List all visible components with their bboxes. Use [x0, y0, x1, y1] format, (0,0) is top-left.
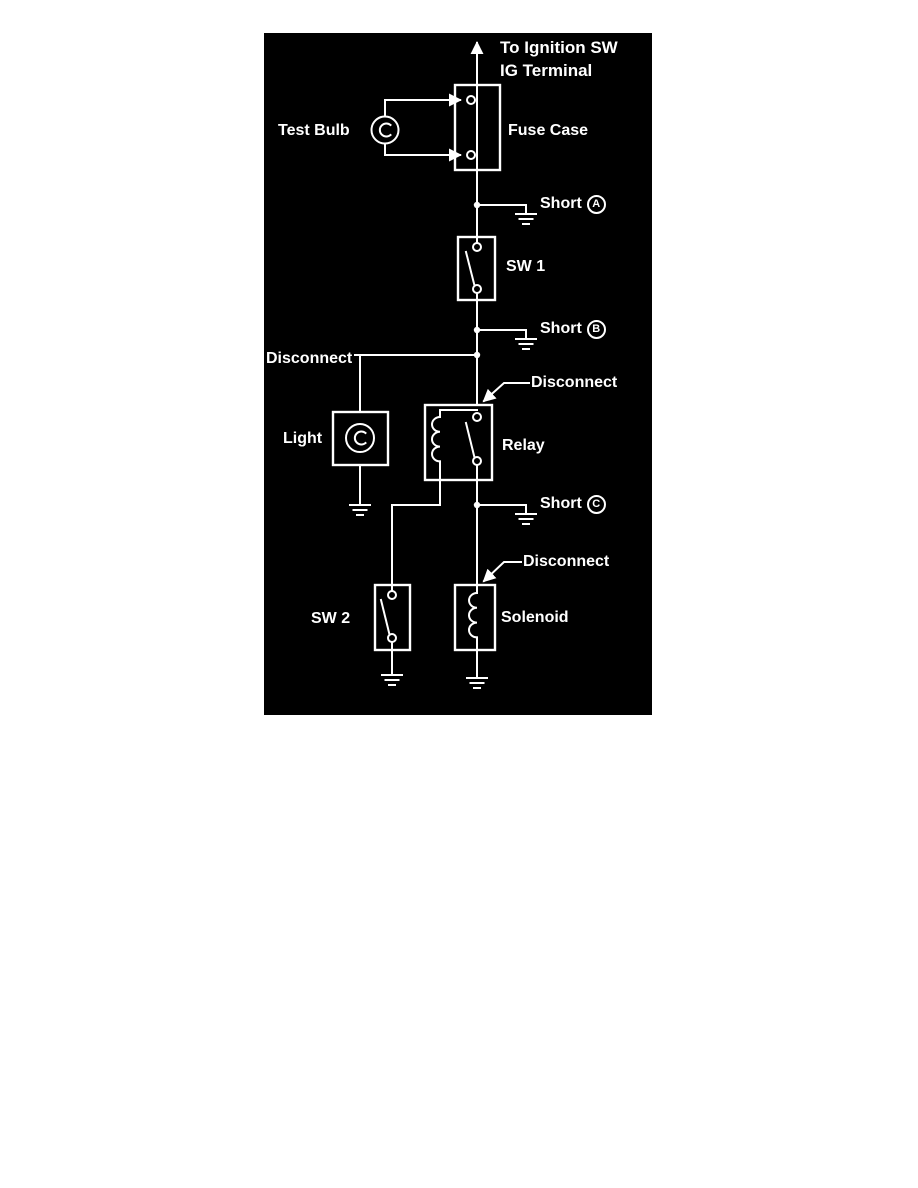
test-bulb-label: Test Bulb	[278, 122, 350, 139]
light-bulb-filament-icon	[353, 430, 367, 446]
sw1-switch-symbol	[464, 236, 482, 301]
short-a-word: Short	[540, 195, 582, 212]
relay-switch-symbol	[464, 412, 482, 481]
relay-coil-symbol	[431, 409, 478, 463]
fuse-terminal-top	[466, 95, 476, 105]
ground-symbol-short-a	[515, 213, 537, 225]
fuse-terminal-bottom	[466, 150, 476, 160]
relay-coil-to-sw2-wire	[391, 460, 441, 586]
ignition-feed-label-line2: IG Terminal	[500, 61, 593, 80]
sw2-box	[373, 583, 412, 652]
ignition-feed-label: To Ignition SW IG Terminal	[500, 36, 618, 82]
wiring-diagram-panel: To Ignition SW IG Terminal Test Bulb Fus…	[264, 33, 652, 715]
light-bulb-symbol	[345, 423, 375, 453]
short-b-label: Short B	[540, 319, 606, 339]
fuse-case-label: Fuse Case	[508, 122, 589, 139]
short-c-tap-wire	[476, 504, 527, 515]
short-b-tap-wire	[476, 329, 527, 340]
test-bulb-filament-icon	[378, 122, 392, 138]
disconnect-relay-label: Disconnect	[531, 374, 618, 391]
disconnect-solenoid-pointer-arrow	[482, 561, 522, 583]
ignition-feed-label-line1: To Ignition SW	[500, 38, 618, 57]
fuse-case-box	[453, 83, 502, 172]
light-box	[331, 410, 390, 467]
test-probe-wire-top	[384, 93, 462, 118]
short-c-word: Short	[540, 495, 582, 512]
ground-symbol-solenoid	[466, 677, 488, 689]
sw2-switch-symbol	[379, 584, 397, 651]
solenoid-coil-symbol	[468, 584, 479, 651]
disconnect-light-label: Disconnect	[266, 350, 353, 367]
solenoid-label: Solenoid	[501, 609, 569, 626]
disconnect-solenoid-label: Disconnect	[523, 553, 610, 570]
junction-dots	[473, 201, 481, 509]
short-a-tap-wire	[476, 204, 527, 215]
ground-symbol-short-b	[515, 338, 537, 350]
relay-label: Relay	[502, 437, 545, 454]
test-bulb-symbol	[370, 115, 400, 145]
relay-box	[423, 403, 494, 482]
short-b-circled-letter-icon: B	[586, 319, 606, 339]
solenoid-box	[453, 583, 497, 652]
short-c-circled-letter-icon: C	[586, 494, 606, 514]
disconnect-relay-pointer-arrow	[482, 382, 530, 403]
short-b-word: Short	[540, 320, 582, 337]
sw2-label: SW 2	[311, 610, 351, 627]
ground-symbol-short-c	[515, 513, 537, 525]
sw1-box	[456, 235, 497, 302]
short-a-circled-letter-icon: A	[586, 194, 606, 214]
test-probe-wire-bottom	[384, 142, 462, 162]
sw1-label: SW 1	[506, 258, 546, 275]
wiring-diagram-canvas	[331, 41, 537, 689]
ground-symbol-sw2	[381, 674, 403, 686]
ground-symbol-light	[349, 504, 371, 516]
short-a-label: Short A	[540, 194, 606, 214]
light-label: Light	[283, 430, 323, 447]
short-c-label: Short C	[540, 494, 606, 514]
